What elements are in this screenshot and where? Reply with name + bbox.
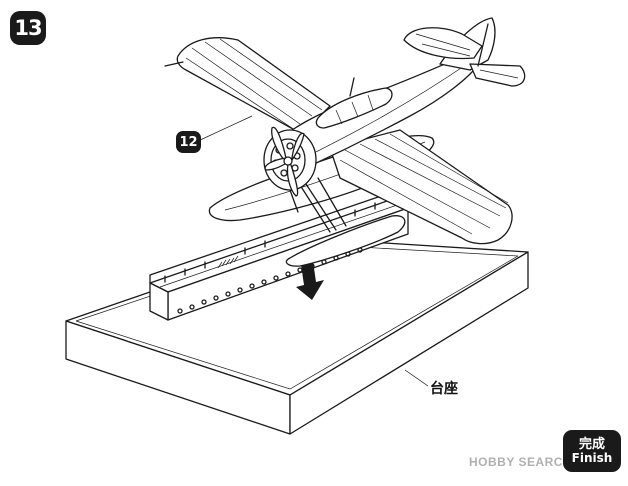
finish-label-japanese: 完成	[578, 436, 605, 452]
display-base	[65, 237, 529, 435]
cradle-pegs	[164, 202, 376, 283]
part-number-badge: 12	[176, 131, 201, 153]
base-leader	[404, 369, 429, 387]
finish-badge: 完成 Finish	[563, 430, 621, 472]
float-struts	[289, 177, 347, 233]
watermark: HOBBY SEARCH	[469, 455, 573, 469]
base-label: 台座	[430, 381, 458, 397]
finish-label-english: Finish	[571, 450, 613, 465]
fuselage	[269, 53, 481, 171]
right-wing	[329, 129, 513, 245]
part-12-leader	[197, 115, 253, 142]
step-number: 13	[14, 16, 42, 40]
left-wing	[164, 37, 331, 135]
tail	[403, 17, 526, 87]
part-number: 12	[179, 134, 198, 150]
engine-and-propeller	[263, 126, 317, 197]
step-number-badge: 13	[10, 11, 46, 45]
